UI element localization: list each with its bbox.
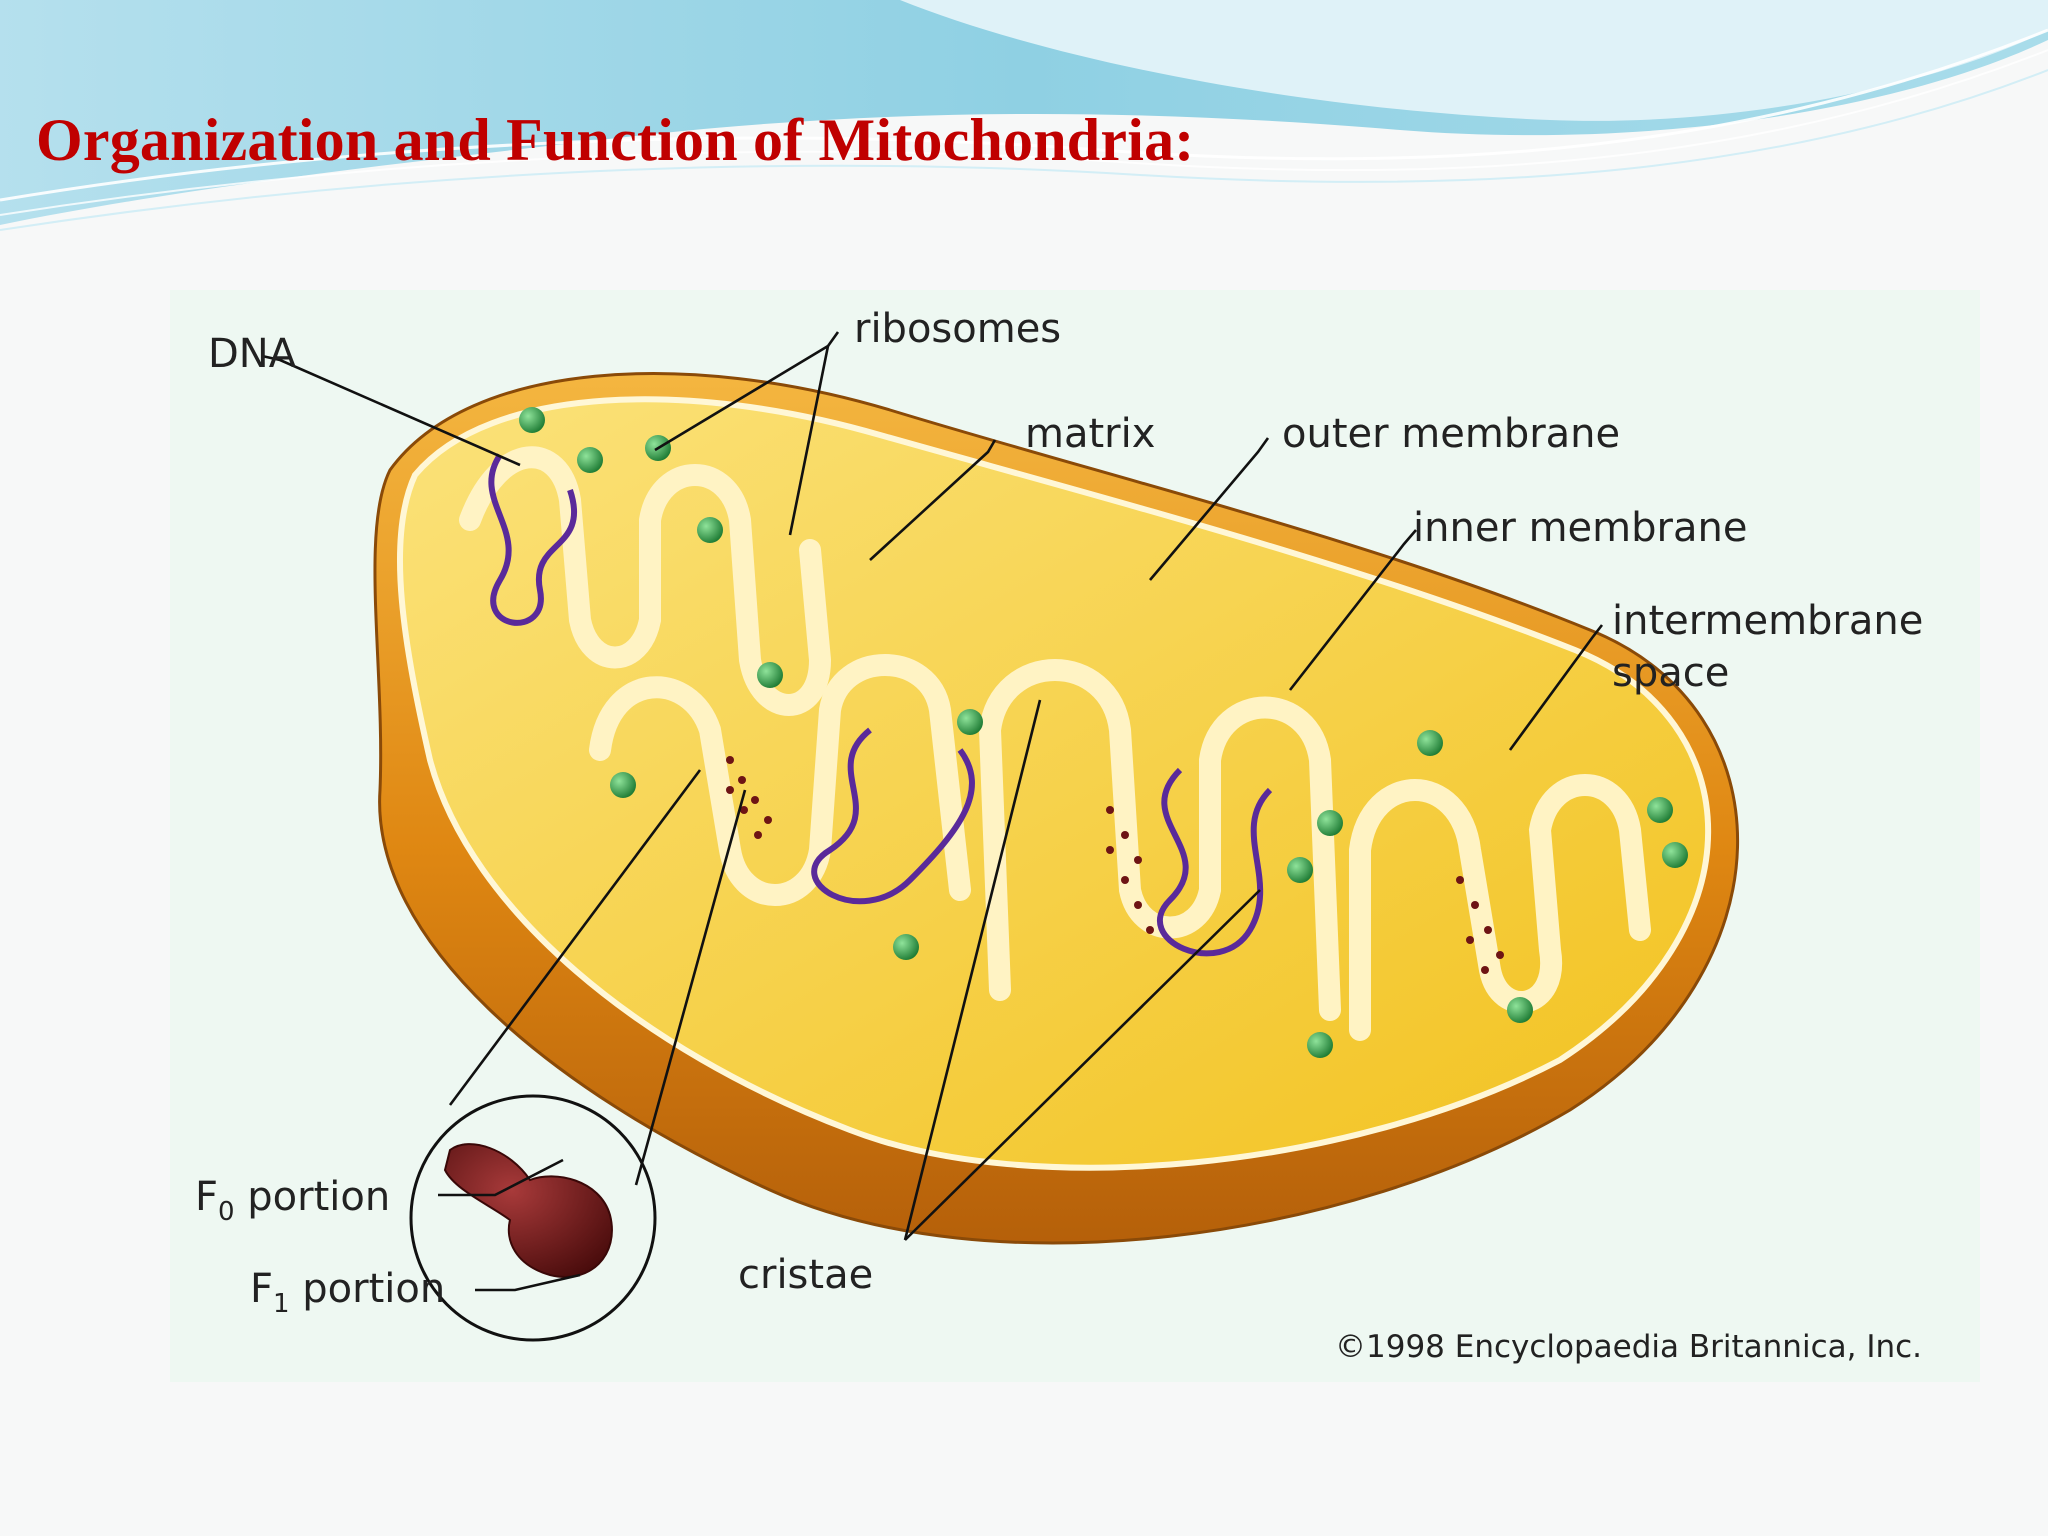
label-inner-membrane: inner membrane [1413, 505, 1747, 551]
mitochondrion-diagram: DNA ribosomes matrix outer membrane inne… [170, 290, 1980, 1382]
header-wave-light [900, 0, 2048, 121]
crista-fold-3 [978, 659, 1341, 1021]
label-intermembrane-line2: space [1612, 650, 1729, 696]
wave-line-3 [0, 69, 2048, 231]
f1-leader [475, 1273, 581, 1292]
ribosomes-group [519, 407, 1688, 1058]
crista-fold-2 [589, 654, 971, 906]
cristae-leader-a [903, 699, 1042, 1241]
f0-leader [438, 1158, 564, 1197]
label-intermembrane-line1: intermembrane [1612, 598, 1923, 644]
label-matrix: matrix [1025, 411, 1155, 457]
intermembrane-leader [1508, 624, 1604, 751]
outer-membrane-leader [1149, 437, 1270, 581]
cristae-leader-b [904, 889, 1261, 1241]
inner-membrane-leader [1288, 529, 1417, 691]
label-f1-portion: F1 portion [250, 1266, 445, 1319]
label-dna: DNA [208, 331, 297, 377]
wave-line-2 [0, 49, 2048, 216]
magnifier-leader-b [634, 789, 747, 1186]
magnifier-leader-a [448, 769, 702, 1106]
atp-synthase-enlarged [443, 1143, 613, 1278]
dna-strand-2 [811, 727, 975, 905]
matrix-leader [869, 439, 997, 561]
label-ribosomes: ribosomes [854, 306, 1061, 352]
copyright-credit: ©1998 Encyclopaedia Britannica, Inc. [1335, 1329, 1922, 1365]
wave-line-1 [0, 28, 2048, 202]
atp-synthase-particles [726, 756, 1504, 974]
dna-strand-1 [488, 453, 578, 626]
dna-strand-3 [1157, 767, 1273, 957]
inner-membrane-face [397, 396, 1712, 1171]
ribosomes-leader-b [788, 345, 830, 536]
dna-leader [261, 354, 521, 467]
label-cristae: cristae [738, 1252, 873, 1298]
label-outer-membrane: outer membrane [1282, 411, 1620, 457]
slide-title: Organization and Function of Mitochondri… [36, 107, 1195, 173]
crista-fold-1 [459, 446, 832, 716]
label-f0-portion: F0 portion [195, 1174, 390, 1227]
